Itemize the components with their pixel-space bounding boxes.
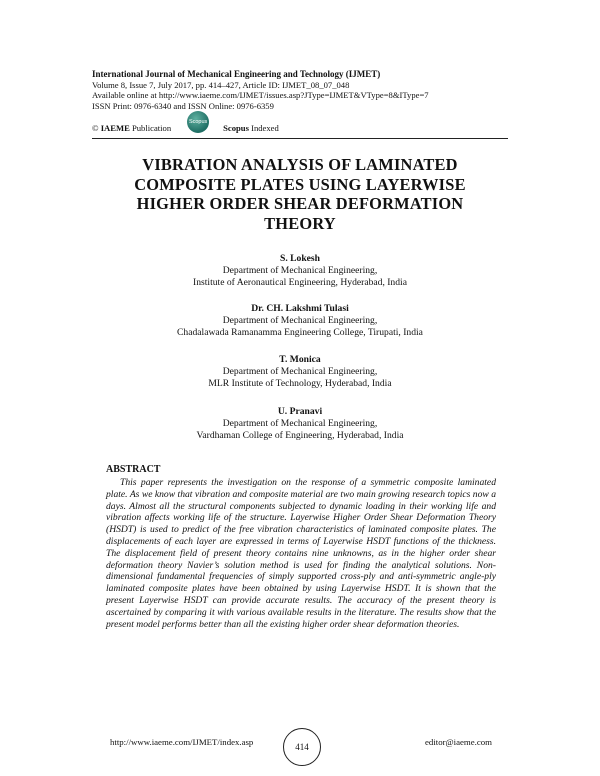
page-footer: http://www.iaeme.com/IJMET/index.asp 414… bbox=[106, 728, 496, 766]
issn-line: ISSN Print: 0976-6340 and ISSN Online: 0… bbox=[92, 100, 274, 111]
author-name: S. Lokesh bbox=[280, 253, 320, 264]
author-institution: Vardhaman College of Engineering, Hydera… bbox=[196, 430, 404, 441]
title-line-4: THEORY bbox=[264, 213, 336, 233]
journal-header: International Journal of Mechanical Engi… bbox=[92, 69, 532, 111]
author-block-1: S. Lokesh Department of Mechanical Engin… bbox=[100, 253, 500, 289]
author-name: T. Monica bbox=[279, 354, 321, 365]
page-number-badge: 414 bbox=[283, 728, 321, 766]
scopus-logo-icon: Scopus bbox=[187, 111, 210, 133]
title-line-3: HIGHER ORDER SHEAR DEFORMATION bbox=[136, 194, 464, 213]
page-number: 414 bbox=[295, 742, 309, 752]
title-line-1: VIBRATION ANALYSIS OF LAMINATED bbox=[142, 155, 458, 174]
scopus-logo-text: Scopus bbox=[188, 119, 208, 125]
author-department: Department of Mechanical Engineering, bbox=[222, 315, 378, 326]
publication-word: Publication bbox=[131, 123, 172, 133]
abstract-text: This paper represents the investigation … bbox=[106, 477, 496, 630]
author-department: Department of Mechanical Engineering, bbox=[222, 418, 378, 429]
header-divider bbox=[92, 138, 508, 139]
author-department: Department of Mechanical Engineering, bbox=[222, 366, 378, 377]
author-block-4: U. Pranavi Department of Mechanical Engi… bbox=[100, 406, 500, 442]
volume-line: Volume 8, Issue 7, July 2017, pp. 414–42… bbox=[92, 79, 350, 90]
author-institution: Institute of Aeronautical Engineering, H… bbox=[193, 277, 407, 288]
available-online-line[interactable]: Available online at http://www.iaeme.com… bbox=[92, 90, 429, 101]
author-name: Dr. CH. Lakshmi Tulasi bbox=[251, 303, 349, 314]
author-block-2: Dr. CH. Lakshmi Tulasi Department of Mec… bbox=[100, 303, 500, 339]
copyright-symbol: © bbox=[92, 123, 99, 133]
publisher-name: IAEME bbox=[100, 123, 130, 133]
author-institution: Chadalawada Ramanamma Engineering Colleg… bbox=[177, 327, 423, 338]
footer-email-link[interactable]: editor@iaeme.com bbox=[425, 737, 492, 747]
author-department: Department of Mechanical Engineering, bbox=[222, 265, 378, 276]
scopus-label: Scopus bbox=[223, 123, 249, 133]
paper-title: VIBRATION ANALYSIS OF LAMINATED COMPOSIT… bbox=[80, 155, 520, 233]
abstract-heading: ABSTRACT bbox=[106, 464, 161, 475]
journal-name: International Journal of Mechanical Engi… bbox=[92, 69, 381, 79]
author-name: U. Pranavi bbox=[277, 406, 323, 417]
publication-line: © IAEME Publication Scopus Scopus Indexe… bbox=[92, 111, 512, 136]
author-block-3: T. Monica Department of Mechanical Engin… bbox=[100, 354, 500, 390]
title-line-2: COMPOSITE PLATES USING LAYERWISE bbox=[134, 174, 466, 194]
indexed-word: Indexed bbox=[251, 123, 279, 133]
footer-url-link[interactable]: http://www.iaeme.com/IJMET/index.asp bbox=[110, 737, 254, 747]
author-institution: MLR Institute of Technology, Hyderabad, … bbox=[208, 378, 392, 389]
